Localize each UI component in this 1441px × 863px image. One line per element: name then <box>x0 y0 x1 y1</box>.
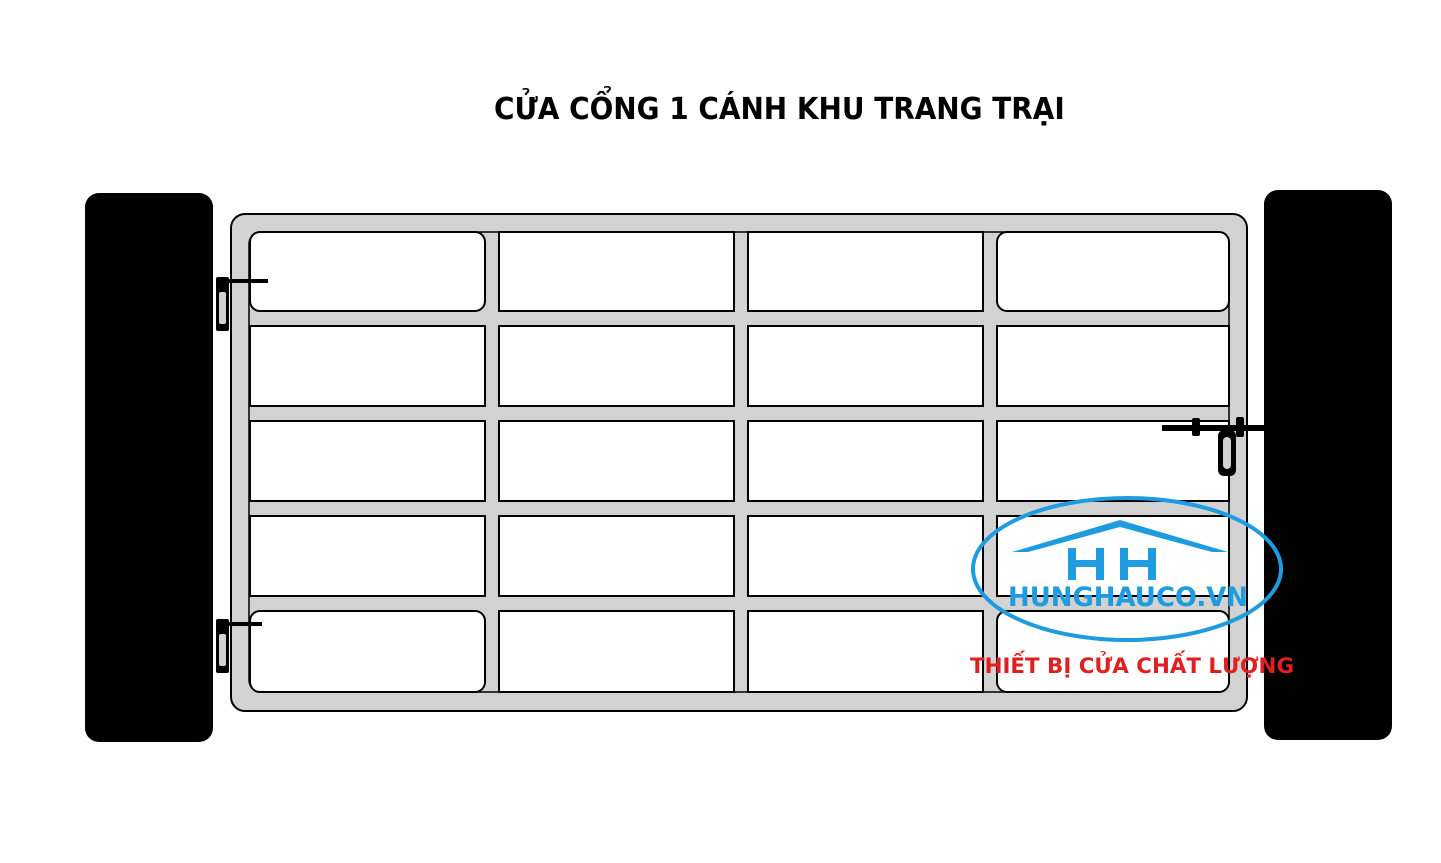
gate-panel-r4-c3 <box>747 515 984 597</box>
gate-panels <box>249 231 1230 693</box>
gate-panel-r3-c2 <box>498 420 735 502</box>
gate-panel-r5-c1 <box>249 610 486 693</box>
page-title-wrapper: CỬA CỔNG 1 CÁNH KHU TRANG TRẠI <box>494 92 1114 136</box>
right-pillar <box>1264 190 1392 740</box>
gate-panel-r2-c2 <box>498 325 735 407</box>
gate-panel-r3-c3 <box>747 420 984 502</box>
gate-panel-r1-c1 <box>249 231 486 312</box>
gate-panel-r3-c1 <box>249 420 486 502</box>
gate-panel-r3-c4 <box>996 420 1230 502</box>
latch-bolt <box>1162 417 1266 476</box>
gate-panel-r2-c1 <box>249 325 486 407</box>
gate-panel-r1-c3 <box>747 231 984 312</box>
gate-panel-r2-c4 <box>996 325 1230 407</box>
bottom-hinge <box>216 619 262 673</box>
left-pillar <box>85 193 213 742</box>
house-hh-icon <box>1012 520 1228 552</box>
gate-panel-r4-c4 <box>996 515 1230 597</box>
gate-panel-r5-c3 <box>747 610 984 693</box>
top-hinge <box>216 277 268 331</box>
logo-website: HUNGHAUCO.VN <box>1008 582 1248 613</box>
logo-initials <box>1068 548 1156 580</box>
gate-panel-r1-c2 <box>498 231 735 312</box>
page-title: CỬA CỔNG 1 CÁNH KHU TRANG TRẠI <box>494 92 1065 127</box>
logo-ellipse <box>971 496 1283 642</box>
gate-panel-r1-c4 <box>996 231 1230 312</box>
gate-panel-r5-c2 <box>498 610 735 693</box>
tagline: THIẾT BỊ CỬA CHẤT LƯỢNG <box>970 650 1294 678</box>
company-logo: HUNGHAUCO.VN <box>971 496 1283 642</box>
gate-panel-r2-c3 <box>747 325 984 407</box>
gate-panel-r4-c1 <box>249 515 486 597</box>
gate-panel-r4-c2 <box>498 515 735 597</box>
